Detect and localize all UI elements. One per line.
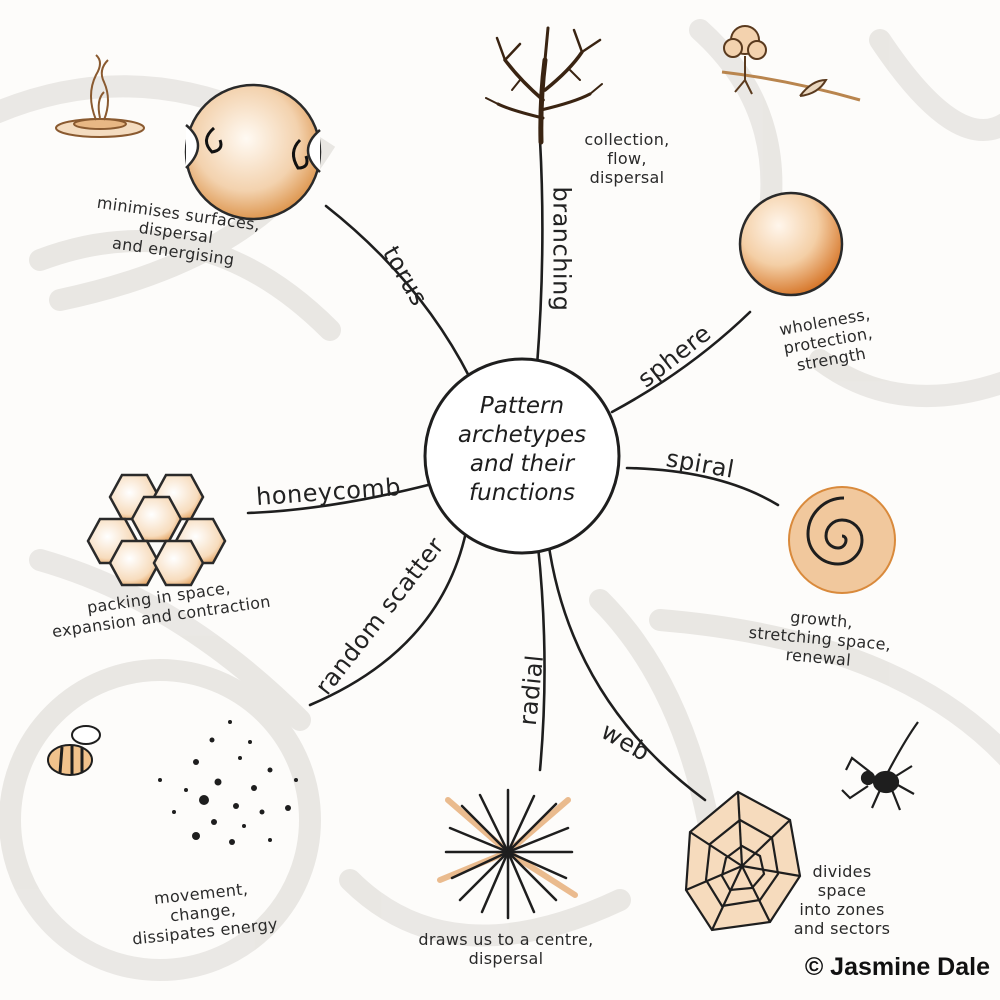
background-sketch (0, 19, 1000, 981)
radial-illustration (437, 788, 578, 920)
line-radial (536, 544, 546, 772)
spider-icon (841, 721, 919, 811)
radial-functions: draws us to a centre, dispersal (418, 930, 594, 968)
web-functions: divides space into zones and sectors (793, 862, 891, 938)
random-scatter-illustration (158, 720, 298, 845)
web-illustration (684, 790, 802, 932)
line-branching (535, 138, 544, 368)
honeycomb-illustration (86, 473, 227, 587)
line-honeycomb (246, 482, 434, 515)
line-spiral (625, 466, 780, 507)
tree-sprout-icon (721, 25, 861, 102)
line-sphere (610, 310, 752, 414)
fountain-icon (55, 54, 145, 138)
bee-icon (47, 725, 101, 776)
branch-label-branching: branching (547, 186, 576, 312)
branching-functions: collection, flow, dispersal (584, 130, 670, 187)
line-random-scatter (308, 530, 468, 707)
branching-tree-illustration (485, 26, 603, 145)
line-torus (324, 204, 472, 380)
line-web (546, 538, 707, 802)
center-circle (423, 357, 621, 555)
center-title: Pattern archetypes and their functions (457, 393, 587, 506)
branch-lines (246, 138, 780, 802)
copyright-credit: © Jasmine Dale (804, 953, 990, 981)
spiral-illustration (788, 486, 896, 594)
torus-illustration (184, 83, 322, 221)
sphere-illustration (738, 191, 844, 297)
